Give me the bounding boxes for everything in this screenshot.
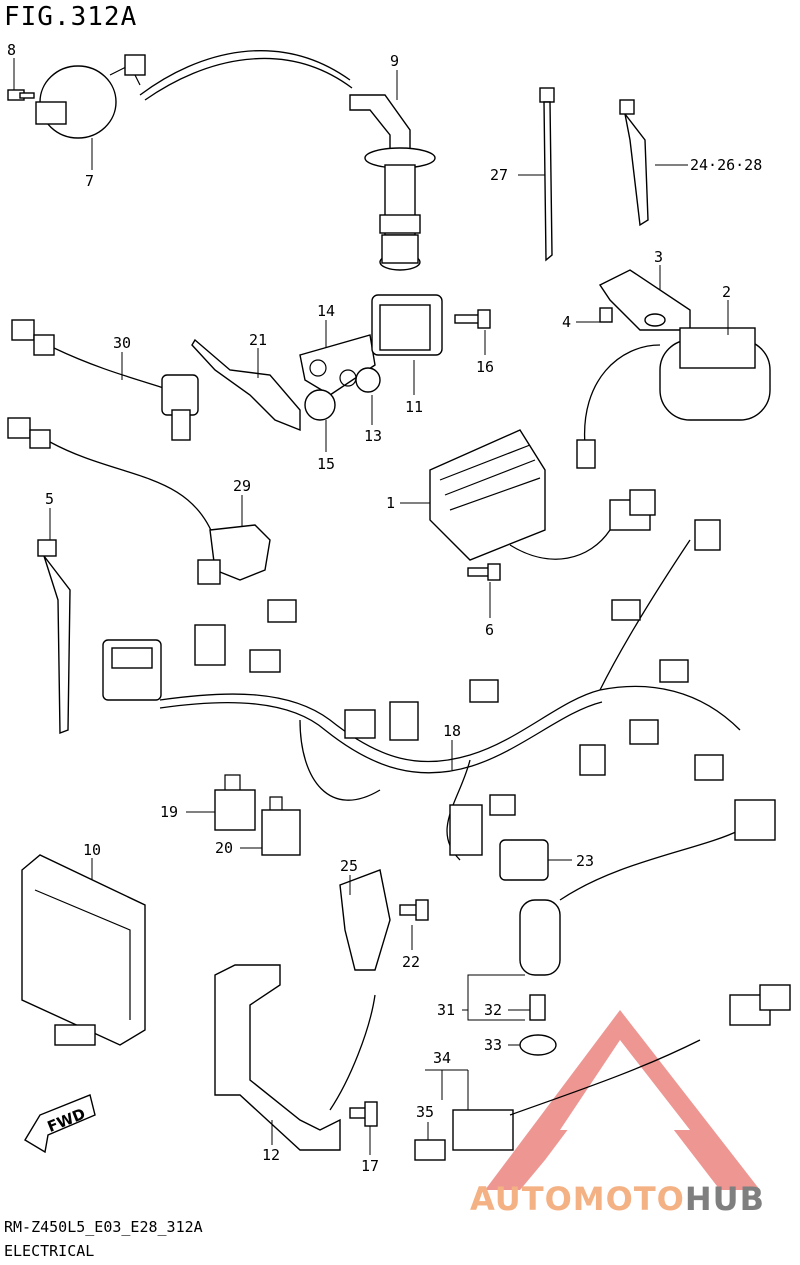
part-35-fuse[interactable] (414, 1139, 446, 1161)
footer-code: RM-Z450L5_E03_E28_312A (4, 1218, 203, 1236)
watermark-brand: AUTOMOTOHUB (470, 1180, 765, 1218)
callout-10: 10 (83, 841, 101, 859)
callout-7: 7 (85, 172, 94, 190)
callout-labels: 8 7 9 27 24·26·28 3 2 4 14 16 11 13 15 3… (7, 41, 762, 1175)
part-9-spark-plug-cap[interactable] (349, 94, 436, 271)
callout-27: 27 (490, 166, 508, 184)
part-16-bolt[interactable] (454, 309, 491, 329)
part-14-bracket[interactable] (299, 334, 376, 396)
figure-title: FIG.312A (4, 2, 138, 32)
watermark-part2: HUB (684, 1180, 766, 1218)
callout-34: 34 (433, 1049, 451, 1067)
callout-32: 32 (484, 1001, 502, 1019)
callout-23: 23 (576, 852, 594, 870)
part-25-bracket[interactable] (339, 869, 391, 971)
callout-4: 4 (562, 313, 571, 331)
callout-30: 30 (113, 334, 131, 352)
part-19-connector[interactable] (214, 774, 256, 831)
part-8-bolt[interactable] (7, 89, 35, 101)
callout-35: 35 (416, 1103, 434, 1121)
callout-19: 19 (160, 803, 178, 821)
callout-9: 9 (390, 52, 399, 70)
part-31-ignition-cap[interactable] (519, 799, 776, 976)
part-32-plug[interactable] (529, 994, 546, 1021)
part-6-bolt[interactable] (467, 563, 501, 581)
part-1-regulator[interactable] (429, 429, 656, 561)
callout-31: 31 (437, 1001, 455, 1019)
watermark-logo (485, 1010, 760, 1190)
part-23-cover[interactable] (499, 839, 549, 881)
part-22-bolt[interactable] (399, 899, 429, 921)
callout-21: 21 (249, 331, 267, 349)
callout-24: 24·26·28 (690, 156, 762, 174)
watermark-part1: AUTOMOTO (470, 1180, 685, 1218)
part-20-connector[interactable] (261, 796, 301, 856)
callout-13: 13 (364, 427, 382, 445)
part-34-fuse-box[interactable] (452, 984, 791, 1151)
callout-20: 20 (215, 839, 233, 857)
part-11-ignition-module[interactable] (371, 294, 443, 356)
callout-8: 8 (7, 41, 16, 59)
callout-25: 25 (340, 857, 358, 875)
part-2-relay[interactable] (576, 327, 771, 469)
callout-33: 33 (484, 1036, 502, 1054)
callout-12: 12 (262, 1146, 280, 1164)
callout-1: 1 (386, 494, 395, 512)
part-21-bracket[interactable] (191, 338, 301, 432)
part-15-grommet[interactable] (304, 389, 336, 421)
part-7-ignition-coil[interactable] (35, 54, 146, 139)
callout-22: 22 (402, 953, 420, 971)
part-4-bolt[interactable] (599, 307, 613, 323)
callout-16: 16 (476, 358, 494, 376)
part-3-bracket[interactable] (598, 269, 691, 331)
callout-3: 3 (654, 248, 663, 266)
part-29-sensor[interactable] (7, 417, 271, 585)
part-24-cable-tie[interactable] (619, 99, 649, 227)
ignition-lead (139, 50, 351, 96)
callout-5: 5 (45, 490, 54, 508)
callout-6: 6 (485, 621, 494, 639)
callout-18: 18 (443, 722, 461, 740)
callout-2: 2 (722, 283, 731, 301)
part-17-bolt[interactable] (349, 1101, 378, 1127)
part-12-bracket[interactable] (214, 964, 376, 1151)
part-13-cushion[interactable] (355, 367, 381, 393)
part-5-cable-tie[interactable] (37, 539, 71, 735)
callout-29: 29 (233, 477, 251, 495)
part-27-cable-tie[interactable] (539, 87, 555, 262)
part-30-sensor-lead[interactable] (11, 319, 199, 441)
callout-14: 14 (317, 302, 335, 320)
part-10-ecm[interactable] (21, 854, 146, 1046)
part-18-wiring-harness[interactable] (102, 519, 741, 861)
callout-15: 15 (317, 455, 335, 473)
fwd-arrow: FWD (24, 1094, 96, 1154)
callout-17: 17 (361, 1157, 379, 1175)
leader-lines (13, 58, 729, 1155)
footer-section: ELECTRICAL (4, 1242, 95, 1260)
callout-11: 11 (405, 398, 423, 416)
part-33-grommet[interactable] (519, 1034, 557, 1056)
